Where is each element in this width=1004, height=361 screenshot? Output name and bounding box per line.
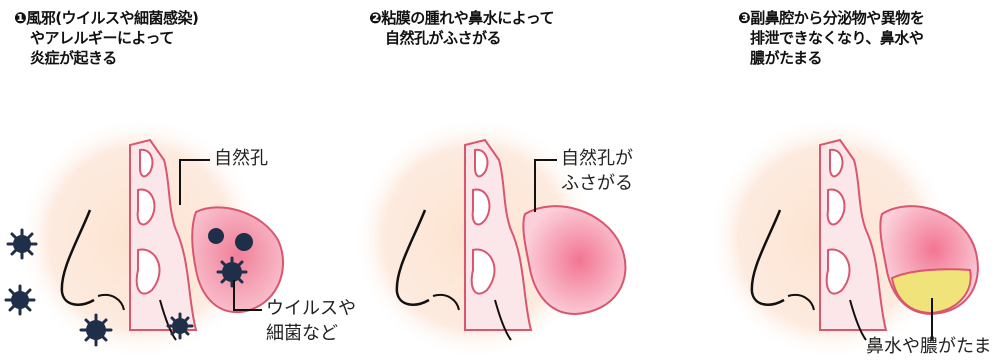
label-natural-ostium: 自然孔	[214, 146, 268, 171]
turbinate-upper	[475, 150, 487, 177]
title-line-3: 膿がたまる	[738, 48, 924, 68]
label-ostium-blocked: 自然孔が ふさがる	[561, 146, 633, 196]
step-title: ❶風邪(ウイルスや細菌感染) やアレルギーによって 炎症が起きる	[14, 8, 198, 68]
title-line-2: 自然孔がふさがる	[369, 28, 554, 48]
title-line-1: ❶風邪(ウイルスや細菌感染)	[14, 8, 198, 28]
turbinate-upper	[830, 150, 842, 177]
title-line-1: ❷粘膜の腫れや鼻水によって	[369, 8, 554, 28]
virus-5	[208, 228, 224, 244]
title-line-2: 排泄できなくなり、鼻水や	[738, 28, 924, 48]
step-title: ❸副鼻腔から分泌物や異物を 排泄できなくなり、鼻水や 膿がたまる	[738, 8, 924, 68]
panel-ostium-blocked: ❷粘膜の腫れや鼻水によって 自然孔がふさがる 自然孔が ふさがる	[335, 0, 670, 361]
label-nasal-discharge-pus: 鼻水や膿がたま	[866, 334, 991, 359]
title-line-3: 炎症が起きる	[14, 48, 198, 68]
panel-inflammation: ❶風邪(ウイルスや細菌感染) やアレルギーによって 炎症が起きる 自然孔 ウイル…	[0, 0, 335, 361]
step-title: ❷粘膜の腫れや鼻水によって 自然孔がふさがる	[369, 8, 554, 48]
panel-pus-accumulation: ❸副鼻腔から分泌物や異物を 排泄できなくなり、鼻水や 膿がたまる 鼻水や膿がたま	[670, 0, 1004, 361]
virus-6	[235, 233, 253, 251]
title-line-2: やアレルギーによって	[14, 28, 198, 48]
title-line-1: ❸副鼻腔から分泌物や異物を	[738, 8, 924, 28]
turbinate-upper	[140, 150, 152, 177]
